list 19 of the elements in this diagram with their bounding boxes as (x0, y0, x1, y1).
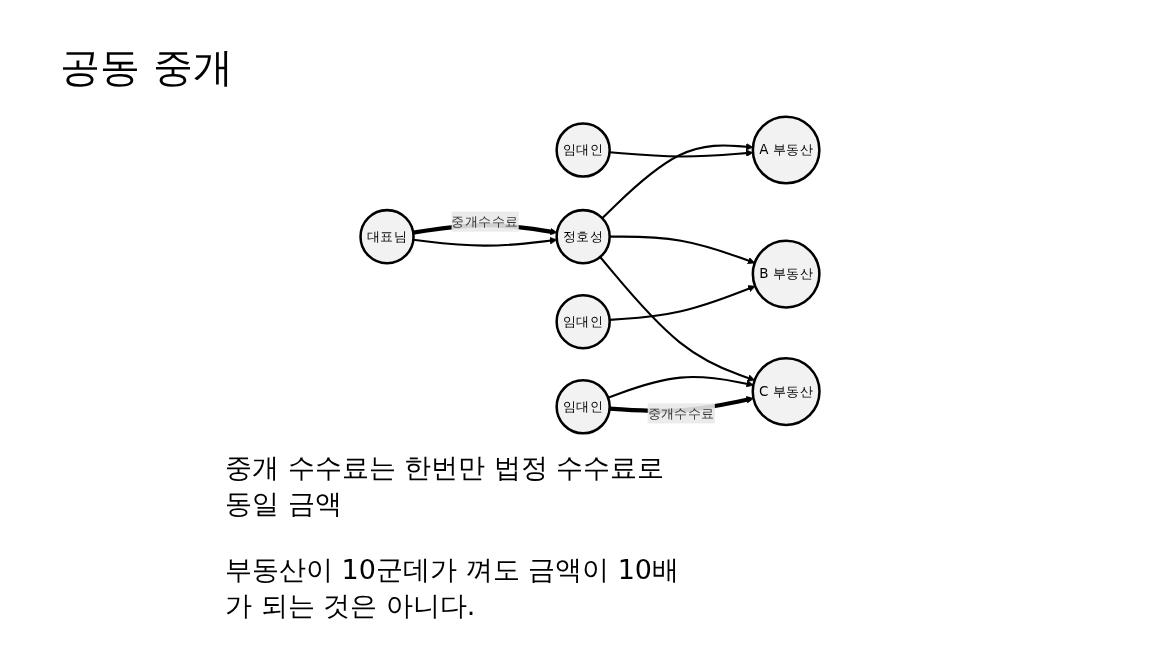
title: 공동 중개 (60, 43, 233, 92)
arrow (607, 376, 754, 399)
arrow (609, 285, 756, 321)
arrow (609, 235, 756, 265)
note-text: 부동산이 10군데가 껴도 금액이 10배가 되는 것은 아니다. (225, 553, 681, 623)
node-circle: 정호성 (555, 208, 611, 265)
arrow (599, 256, 756, 382)
arrow (601, 143, 754, 219)
node-circle: C 부동산 (751, 356, 821, 427)
edge-label: 중개수수료 (647, 405, 715, 422)
node-circle: 임대인 (555, 293, 611, 350)
node-circle: A 부동산 (751, 115, 821, 185)
node-circle: 임대인 (555, 122, 611, 178)
arrow (609, 149, 754, 158)
edge-label: 중개수수료 (451, 213, 519, 230)
node-circle: B 부동산 (751, 239, 821, 309)
node-circle: 대표님 (359, 208, 415, 265)
note-text: 중개 수수료는 한번만 법정 수수료로 동일 금액 (225, 451, 666, 521)
node-circle: 임대인 (555, 378, 611, 435)
